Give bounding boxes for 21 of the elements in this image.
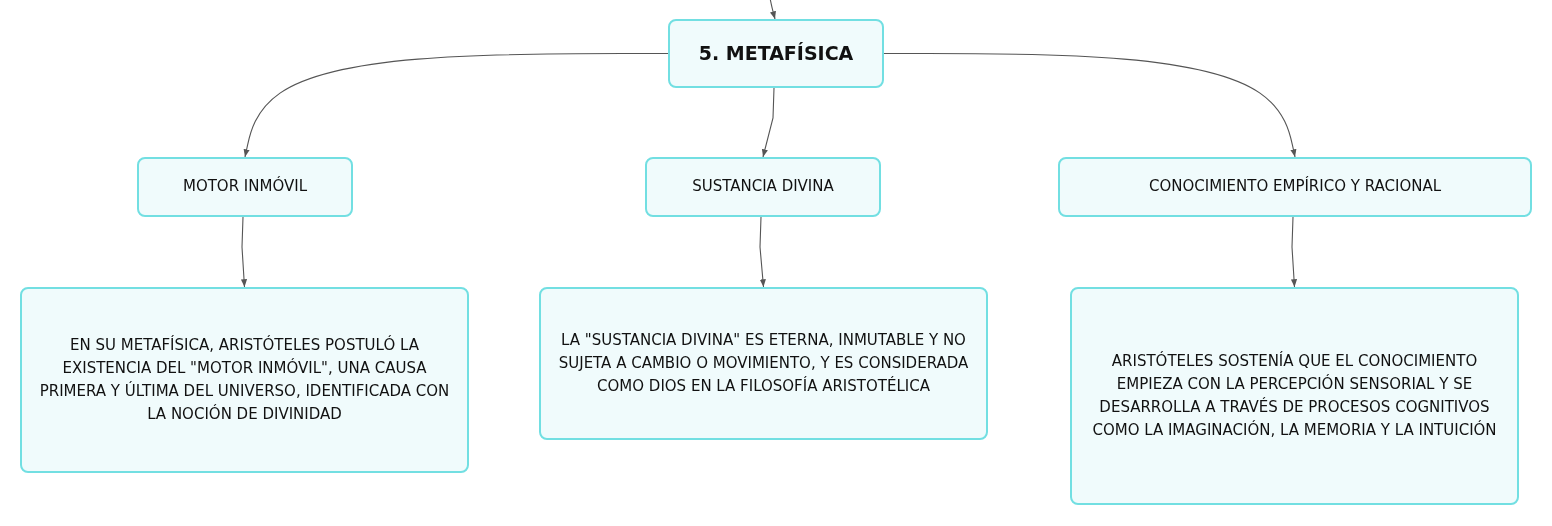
arrow (769, 0, 776, 20)
description-box (1070, 287, 1519, 505)
node-text: SUSTANCIA DIVINA (692, 176, 834, 198)
topic-title: 5. METAFÍSICA (698, 40, 854, 66)
arrow (1290, 216, 1298, 288)
node-text: MOTOR INMÓVIL (182, 175, 308, 198)
arrow (761, 87, 775, 158)
subtopic-box (1058, 157, 1532, 217)
arrow (243, 52, 669, 158)
arrow (240, 216, 248, 288)
description-box (20, 287, 469, 473)
node-text: ARISTÓTELES SOSTENÍA QUE EL CONOCIMIENTO EMPIEZA CON LA PERCEPCIÓN SENSORIAL Y SE DESARROLLA A TRAVÉS DE PROCESOS COGNITIVOS COMO LA IMAGINACIÓN, LA MEMORIA Y LA INTUICIÓN (1091, 350, 1498, 442)
topic-box (668, 19, 884, 88)
node-text: CONOCIMIENTO EMPÍRICO Y RACIONAL (1148, 175, 1442, 198)
arrow (883, 52, 1297, 158)
subtopic-box (645, 157, 881, 217)
subtopic-box (137, 157, 353, 217)
node-text: EN SU METAFÍSICA, ARISTÓTELES POSTULÓ LA EXISTENCIA DEL "MOTOR INMÓVIL", UNA CAUSA PRIMERA Y ÚLTIMA DEL UNIVERSO, IDENTIFICADA CON LA NOCIÓN DE DIVINIDAD (38, 334, 451, 426)
arrow (759, 216, 766, 288)
node-text: LA "SUSTANCIA DIVINA" ES ETERNA, INMUTABLE Y NO SUJETA A CAMBIO O MOVIMIENTO, Y ES CONSIDERADA COMO DIOS EN LA FILOSOFÍA ARISTOTÉLICA (557, 329, 970, 398)
description-box (539, 287, 988, 440)
